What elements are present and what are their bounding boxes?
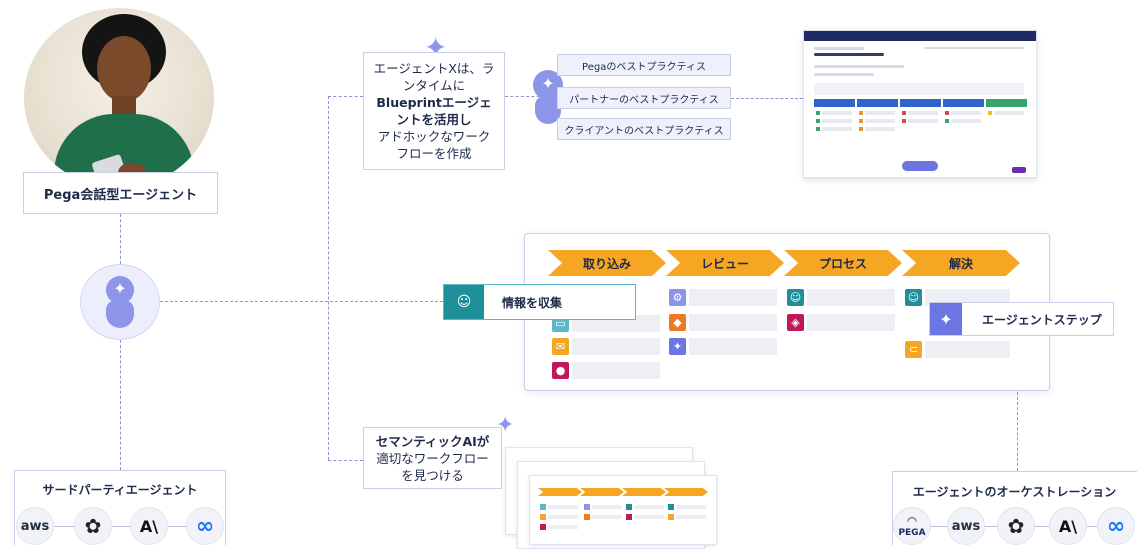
step-placeholder	[925, 341, 1010, 358]
agent-step-label: エージェントステップ	[982, 312, 1102, 327]
step-approve-icon: ◈	[787, 314, 804, 331]
anthropic-logo-text: A\	[139, 516, 159, 536]
step-placeholder	[689, 314, 777, 331]
agentx-description: エージェントXは、ラ ンタイムに Blueprintエージェ ントを活用し アド…	[363, 52, 505, 170]
stage-review: レビュー	[666, 250, 784, 276]
agent-step: ✦ エージェントステップ	[929, 302, 1114, 336]
best-practice-pega: Pegaのベストプラクティス	[557, 54, 731, 76]
step-placeholder	[807, 289, 895, 306]
connector-spine-semantic	[328, 460, 363, 461]
aws-logo-text: aws	[951, 518, 981, 534]
best-practice-client-text: クライアントのベストプラクティス	[564, 125, 724, 137]
best-practice-partner-text: パートナーのベストプラクティス	[569, 94, 719, 106]
pega-logo-icon: ◠ PEGA	[893, 507, 931, 545]
collect-info-label: 情報を収集	[502, 295, 563, 310]
step-people-icon: ☺	[787, 289, 804, 306]
agentx-line5: アドホックなワーク	[377, 129, 491, 144]
step-placeholder	[689, 289, 777, 306]
conversational-agent-label: Pega会話型エージェント	[23, 172, 218, 214]
aws-logo-icon: aws	[16, 507, 54, 545]
orchestration-title: エージェントのオーケストレーション	[912, 485, 1117, 499]
meta-logo-icon: ∞	[186, 507, 224, 545]
connector-agent-collect	[160, 301, 443, 302]
third-party-title: サードパーティエージェント	[42, 483, 198, 497]
connector-agentx-bp	[505, 96, 545, 97]
best-practice-partner: パートナーのベストプラクティス	[557, 87, 731, 109]
anthropic-logo-text: A\	[1058, 516, 1078, 536]
step-placeholder	[572, 338, 660, 355]
connector-bp-screenshot	[731, 98, 803, 99]
agent-body-icon	[106, 300, 134, 328]
agentx-line3: Blueprintエージェ	[376, 95, 492, 110]
agent-head-icon	[106, 276, 134, 304]
stage-process: プロセス	[784, 250, 902, 276]
best-practice-pega-text: Pegaのベストプラクティス	[582, 61, 706, 73]
aws-logo-text: aws	[20, 518, 50, 534]
semantic-line3: を見つける	[401, 467, 464, 483]
connector-persona-agent	[120, 214, 121, 264]
agentx-line6: フローを作成	[396, 146, 472, 161]
pega-logo-text: PEGA	[898, 528, 926, 538]
step-link-icon: ⊂	[905, 341, 922, 358]
step-bulb-icon: ●	[552, 362, 569, 379]
stage-resolve-label: 解決	[948, 256, 973, 271]
blueprint-agent-body-icon	[535, 96, 561, 124]
connector-vertical-spine	[328, 96, 329, 460]
connector-agentstep-orchestration	[1017, 336, 1018, 471]
step-mail-icon: ✉	[552, 338, 569, 355]
best-practice-client: クライアントのベストプラクティス	[557, 118, 731, 140]
agentx-line2: ンタイムに	[402, 78, 466, 93]
sparkle-icon: ✦	[113, 279, 127, 298]
connector-spine-agentx	[328, 96, 363, 97]
collect-info-step: ☺ 情報を収集	[443, 284, 636, 320]
step-ai-icon: ✦	[669, 338, 686, 355]
step-placeholder	[689, 338, 777, 355]
stage-intake: 取り込み	[548, 250, 666, 276]
aws-logo-icon: aws	[947, 507, 985, 545]
semantic-ai-description: セマンティックAIが 適切なワークフロー を見つける	[363, 427, 502, 489]
stage-review-label: レビュー	[700, 256, 749, 271]
openai-logo-icon: ✿	[74, 507, 112, 545]
step-people-icon: ☺	[905, 289, 922, 306]
conversational-agent-label-text: Pega会話型エージェント	[43, 187, 198, 203]
people-icon: ☺	[444, 285, 484, 319]
step-placeholder	[572, 362, 660, 379]
persona-photo	[24, 8, 214, 188]
anthropic-logo-icon: A\	[130, 507, 168, 545]
openai-logo-icon: ✿	[997, 507, 1035, 545]
semantic-line1: セマンティックAIが	[375, 433, 490, 449]
stage-process-label: プロセス	[818, 256, 867, 271]
logo-connector	[50, 526, 200, 527]
anthropic-logo-icon: A\	[1049, 507, 1087, 545]
meta-logo-text: ∞	[1106, 513, 1126, 539]
blueprint-sparkle-icon: ✦	[541, 74, 555, 93]
stage-intake-label: 取り込み	[582, 256, 631, 271]
workflow-card	[529, 475, 717, 545]
stage-resolve: 解決	[902, 250, 1020, 276]
step-placeholder	[807, 314, 895, 331]
step-gear-icon: ⚙	[669, 289, 686, 306]
blueprint-screenshot	[803, 30, 1037, 178]
step-decision-icon: ◆	[669, 314, 686, 331]
semantic-line2: 適切なワークフロー	[376, 450, 489, 466]
agentx-line4: ントを活用し	[396, 112, 472, 127]
meta-logo-text: ∞	[195, 513, 215, 539]
meta-logo-icon: ∞	[1097, 507, 1135, 545]
step-placeholder	[925, 289, 1010, 306]
agentx-line1: エージェントXは、ラ	[373, 61, 495, 76]
connector-agent-thirdparty	[120, 340, 121, 470]
sparkle-icon: ✦	[930, 303, 962, 335]
